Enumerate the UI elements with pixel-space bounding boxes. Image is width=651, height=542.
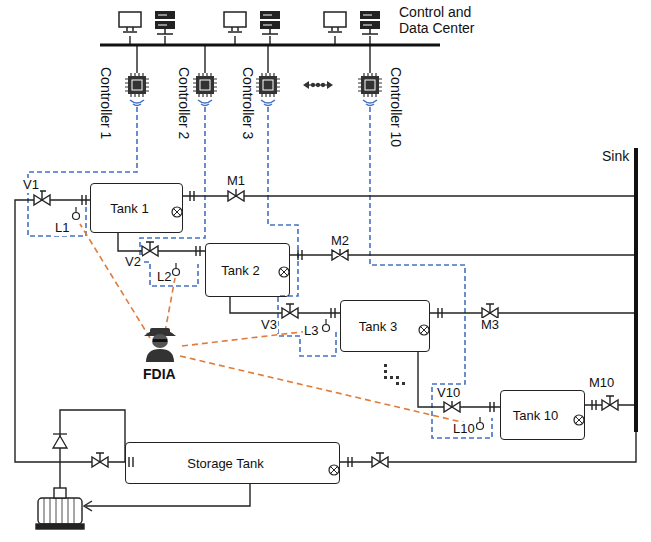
node-text: Sink: [600, 148, 644, 164]
tank-box: Tank 2: [205, 243, 290, 297]
tank-box: Tank 1: [90, 183, 183, 233]
center-title: Control and Data Center: [398, 4, 496, 36]
pipe-connector: [15, 200, 125, 462]
pipe-connector: [118, 233, 205, 251]
valve-label: M2: [330, 234, 350, 249]
controller-label: Controller 1: [98, 66, 114, 140]
pipe-connector: [418, 352, 500, 407]
valve-label: M3: [480, 318, 500, 333]
storage-tank-box: Storage Tank: [125, 442, 340, 484]
sensor-label: L3: [303, 324, 319, 339]
attack-label: FDIA: [142, 366, 177, 382]
valve-label: V10: [436, 386, 461, 401]
valve-label: V1: [22, 178, 40, 193]
pipe-connector: [340, 432, 636, 462]
valve-label: M10: [588, 376, 615, 391]
controller-label: Controller 3: [240, 66, 256, 140]
node-text: Tank 1: [110, 201, 148, 216]
controller-label: Controller 10: [388, 66, 404, 148]
node-text: Tank 10: [513, 408, 559, 423]
tank-box: Tank 10: [500, 390, 585, 440]
node-text: Storage Tank: [187, 456, 263, 471]
sink-line: [634, 148, 638, 432]
valve-label: V2: [124, 255, 142, 270]
node-text: Tank 3: [359, 319, 397, 334]
valve-label: M1: [226, 174, 246, 189]
sensor-label: L10: [452, 422, 476, 437]
sensor-label: L2: [156, 270, 172, 285]
valve-label: V3: [260, 318, 278, 333]
pipe-connector: [430, 312, 634, 313]
node-text: Tank 2: [221, 263, 259, 278]
pipe-connector: [183, 195, 634, 196]
sensor-label: L1: [54, 221, 70, 236]
controller-label: Controller 2: [176, 66, 192, 140]
tank-box: Tank 3: [340, 300, 430, 352]
